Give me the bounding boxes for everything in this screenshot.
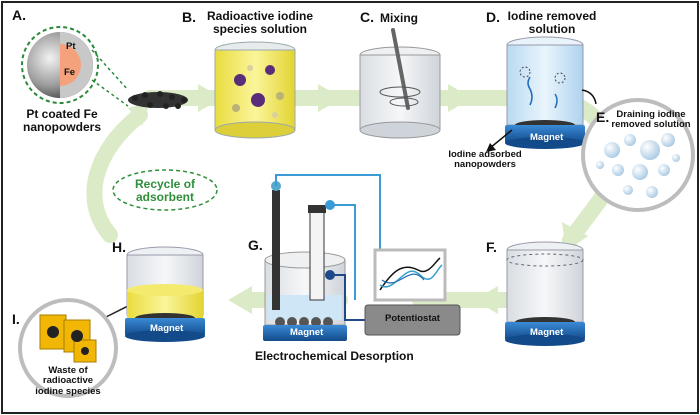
recycle-label: Recycle of adsorbent [134,177,196,205]
caption-i: Waste of radioactive iodine species [35,365,101,397]
caption-c: Mixing [380,11,418,25]
caption-b: Radioactive iodine species solution [206,9,314,37]
arrowhead-h-a [128,102,150,126]
potentiostat-screen [373,248,447,302]
label-f-letter: F. [486,239,497,255]
caption-g: Electrochemical Desorption [255,349,414,363]
magnet-label-d: Magnet [530,132,564,143]
label-e-letter: E. [596,109,610,125]
label-g-letter: G. [248,237,263,253]
arrowhead-b-c [318,84,342,112]
label-i-letter: I. [12,311,20,327]
arrowhead-a-b [198,84,222,112]
nanopowder-cluster [128,91,188,109]
caption-d: Iodine removed solution [507,9,597,37]
electrochemical-cell [263,174,381,341]
recycle-oval [112,169,218,211]
arrowhead-c-d [448,84,472,112]
beaker-empty-magnet [505,241,585,346]
label-fe: Fe [64,67,76,78]
annotation-d: Iodine adsorbed nanopowders [448,149,522,171]
caption-a: Pt coated Fe nanopowders [22,107,101,135]
nanoparticle-illustration [21,26,129,107]
label-b-letter: B. [182,9,196,25]
arrowhead-g-h [228,286,252,314]
magnet-label-g: Magnet [290,327,324,338]
cycle-arrowheads [128,84,588,314]
potentiostat-label: Potentiostat [385,313,440,324]
beaker-iodine-removed [505,36,585,149]
beaker-mixing [359,28,441,139]
arrow-d-e [581,89,597,105]
label-c-letter: C. [360,9,374,25]
beaker-radioactive-iodine [214,41,296,139]
pointer-arrow-adsorbed [489,129,513,149]
magnet-label-f: Magnet [530,327,564,338]
electrode-right [309,209,325,301]
draining-illustration [581,98,695,212]
caption-e: Draining iodine removed solution [611,109,691,131]
potentiostat-device [364,304,461,336]
waste-illustration [18,298,118,398]
label-h-letter: H. [112,239,126,255]
stir-rod [391,28,410,110]
arrowhead-f-g [474,286,498,314]
label-pt: Pt [66,41,76,52]
electrode-left [272,190,280,310]
label-a-letter: A. [12,7,26,23]
magnet-label-h: Magnet [150,323,184,334]
label-d-letter: D. [486,9,500,25]
beaker-yellow-magnet [125,246,205,342]
